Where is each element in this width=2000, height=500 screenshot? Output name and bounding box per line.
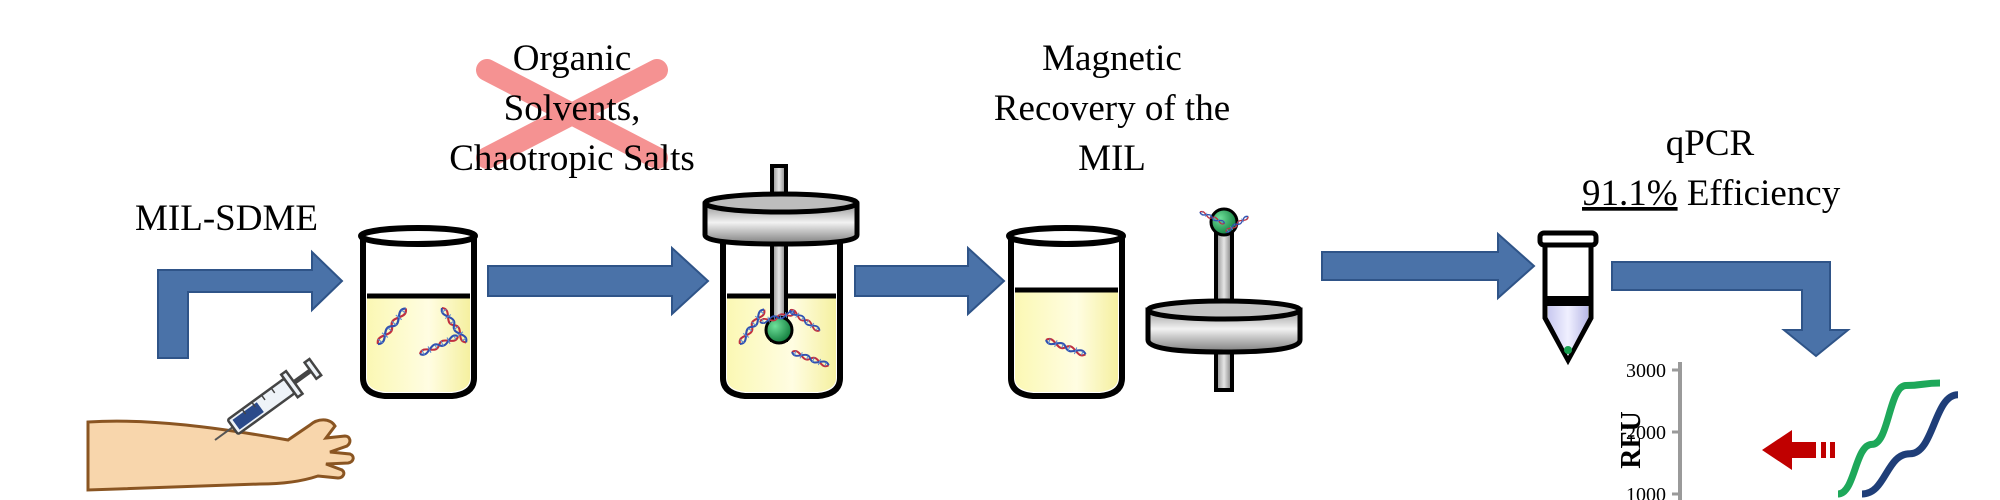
amplification-curve xyxy=(1861,391,1959,498)
cross-icon xyxy=(476,59,668,169)
y-tick-label: 3000 xyxy=(1626,360,1666,382)
vial-icon xyxy=(1537,230,1599,366)
beaker-icon xyxy=(1006,225,1126,399)
red-arrow-icon xyxy=(1762,430,1835,470)
series-lines xyxy=(1837,379,1959,498)
magnetic-label-line1: Magnetic xyxy=(1042,38,1182,79)
qpcr-label: qPCR xyxy=(1666,123,1755,164)
y-ticks: 3000 2000 1000 xyxy=(1626,360,1680,500)
y-axis-label: RFU xyxy=(1616,411,1647,469)
efficiency-value: 91.1% xyxy=(1582,173,1678,214)
magnetic-rod-icon xyxy=(1145,207,1303,392)
crossed-label-line2: Solvents, xyxy=(504,88,641,129)
magnetic-label-line2: Recovery of the xyxy=(994,88,1230,129)
y-tick-label: 1000 xyxy=(1626,484,1666,500)
crossed-label-line1: Organic xyxy=(513,38,632,79)
flow-arrow-2 xyxy=(487,245,710,317)
qpcr-efficiency-label: 91.1% Efficiency xyxy=(1582,173,1841,214)
syringe-icon xyxy=(214,357,323,441)
flow-arrow-3 xyxy=(854,245,1006,317)
magnetic-label-line3: MIL xyxy=(1078,138,1146,179)
y-tick-label: 2000 xyxy=(1626,422,1666,444)
flow-arrow-1 xyxy=(157,249,344,359)
magnetic-rod-icon xyxy=(702,164,860,345)
crossed-label-line3: Chaotropic Salts xyxy=(449,138,695,179)
amplification-curve xyxy=(1837,379,1941,498)
flow-arrow-4 xyxy=(1321,231,1536,301)
flow-arrow-5 xyxy=(1611,261,1851,358)
efficiency-word: Efficiency xyxy=(1687,173,1841,214)
arm-icon xyxy=(86,418,355,492)
beaker-icon xyxy=(358,225,478,399)
step-label-mil-sdme: MIL-SDME xyxy=(135,198,318,239)
qpcr-chart: 3000 2000 1000 RFU xyxy=(1616,360,1959,500)
